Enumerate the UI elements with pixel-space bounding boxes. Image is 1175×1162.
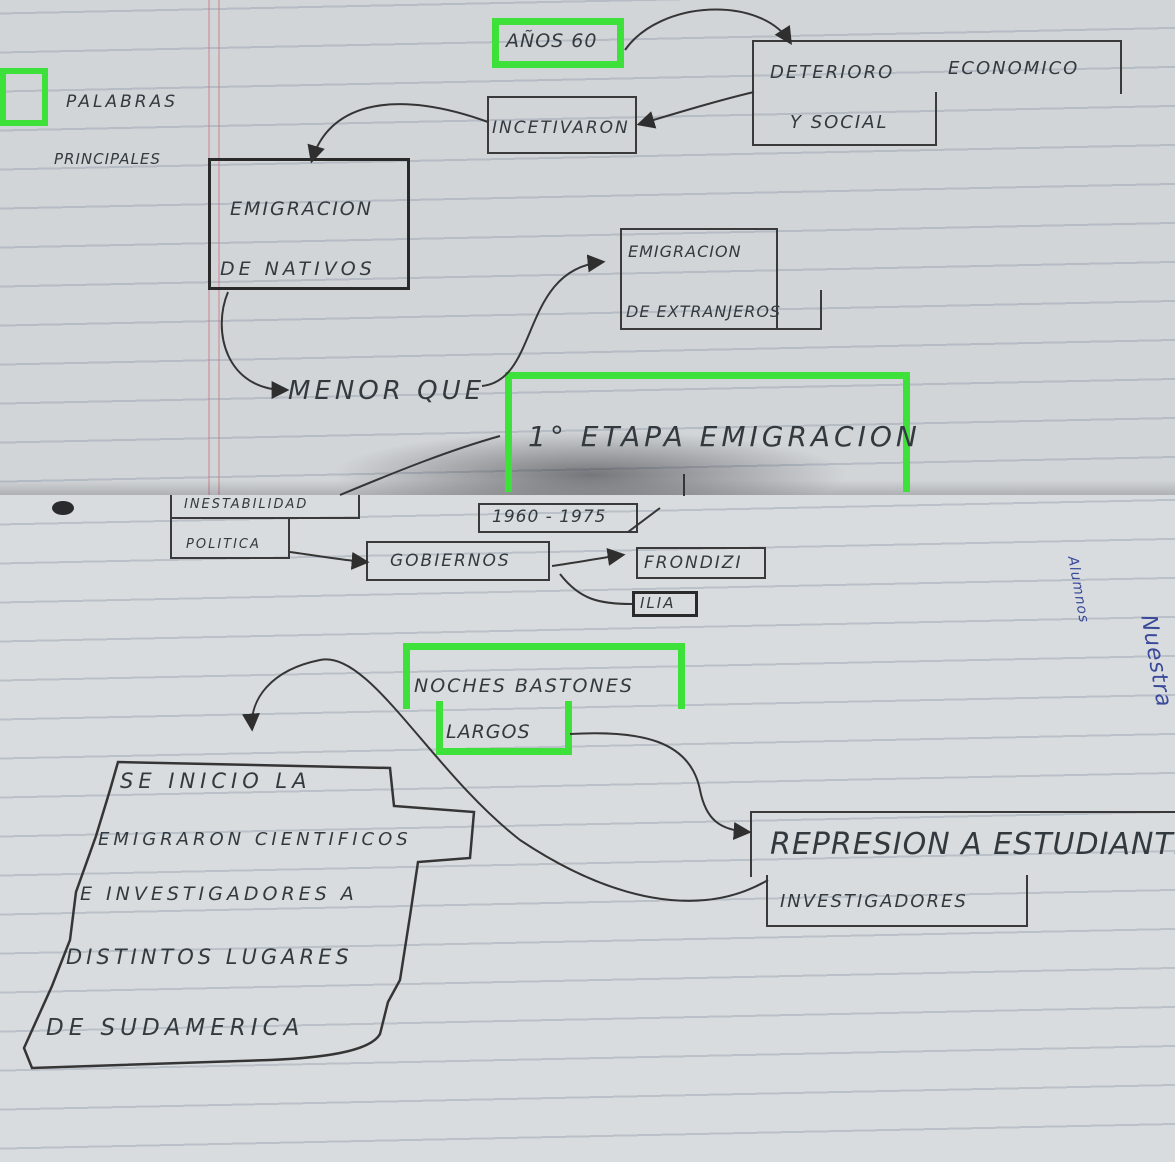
node-cientificos-label2: EMIGRARON CIENTIFICOS: [98, 829, 412, 850]
node-noches-label2: LARGOS: [446, 721, 531, 743]
node-incentivaron-label: INCETIVARON: [492, 118, 630, 138]
node-cientificos-label3: E INVESTIGADORES A: [80, 883, 358, 905]
node-deterioro-label2: ECONOMICO: [948, 58, 1080, 79]
node-cientificos-label5: DE SUDAMERICA: [46, 1015, 305, 1041]
node-inestabilidad-label2: POLITICA: [186, 537, 261, 552]
legend-green-square: [0, 68, 48, 126]
node-years-label: 1960 - 1975: [492, 507, 607, 527]
node-emigracion-nativos-label1: EMIGRACION: [230, 198, 373, 220]
legend-line2: PRINCIPALES: [54, 150, 161, 168]
node-inestabilidad: [170, 495, 360, 519]
node-frondizi-label: FRONDIZI: [644, 553, 743, 573]
side-note-1: Alumnos: [1064, 555, 1092, 625]
node-inestabilidad-lower: [170, 519, 290, 559]
node-emigracion-extranjeros-lower: [620, 290, 822, 330]
node-cientificos-label4: DISTINTOS LUGARES: [66, 945, 353, 969]
node-ilia: [632, 591, 698, 617]
node-gobiernos-label: GOBIERNOS: [390, 551, 511, 571]
legend-line1: PALABRAS: [66, 92, 179, 112]
node-anos-60: [492, 18, 624, 68]
node-etapa-emigracion-label: 1° ETAPA EMIGRACION: [528, 420, 921, 453]
node-cientificos-label1: SE INICIO LA: [120, 769, 312, 793]
node-deterioro: [752, 40, 1122, 94]
node-represion-label1: REPRESION A ESTUDIANTES: [770, 827, 1175, 862]
node-etapa-emigracion: [505, 372, 910, 492]
node-anos-60-label: AÑOS 60: [506, 30, 598, 52]
node-deterioro-label1: DETERIORO: [770, 62, 895, 83]
side-note-2: Nuestra: [1135, 613, 1175, 710]
label-menor-que: MENOR QUE: [288, 376, 486, 406]
node-frondizi: [636, 547, 766, 579]
node-emigracion-extranjeros-label2: DE EXTRANJEROS: [626, 302, 782, 321]
notebook-photo-top: PALABRAS PRINCIPALES AÑOS 60 DETERIORO E…: [0, 0, 1175, 495]
node-represion-label2: INVESTIGADORES: [780, 891, 968, 912]
photo-edge-shadow: [0, 480, 1175, 495]
margin-line: [218, 0, 220, 495]
binder-hole: [52, 501, 74, 515]
node-emigracion-extranjeros: [620, 228, 778, 330]
node-ilia-label: ILIA: [640, 594, 676, 612]
node-inestabilidad-label1: INESTABILIDAD: [184, 497, 309, 512]
node-emigracion-extranjeros-label1: EMIGRACION: [628, 242, 742, 261]
node-emigracion-nativos-label2: DE NATIVOS: [220, 258, 376, 280]
notebook-photo-bottom: INESTABILIDAD POLITICA 1960 - 1975 GOBIE…: [0, 495, 1175, 1162]
node-noches-label1: NOCHES BASTONES: [414, 675, 634, 697]
node-deterioro-label3: Y SOCIAL: [790, 112, 889, 133]
